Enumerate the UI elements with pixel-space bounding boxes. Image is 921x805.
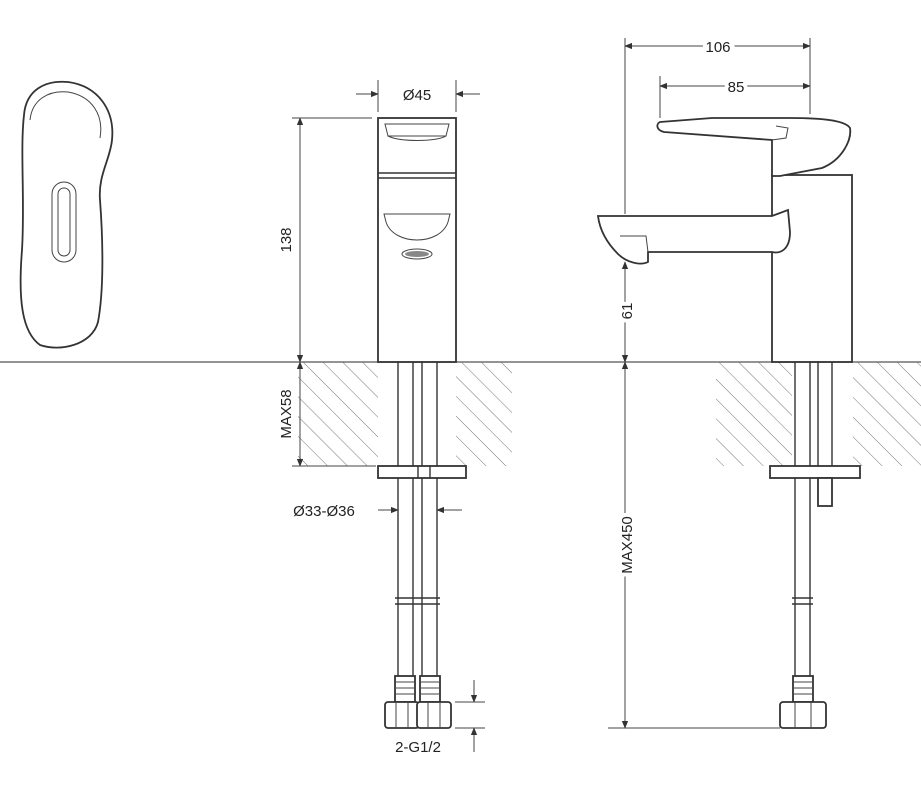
counter-hatching — [298, 362, 921, 466]
dim-hole-diameter: Ø33-Ø36 — [293, 503, 355, 520]
dimension-lines — [292, 38, 811, 752]
side-view-faucet — [596, 117, 861, 729]
dim-overall-depth-text: 106 — [705, 39, 730, 56]
dim-counter-thickness: MAX58 — [278, 389, 295, 438]
dim-spout-reach-text: 85 — [728, 79, 745, 96]
dim-overall-depth: 106 — [705, 39, 730, 56]
front-view-faucet — [377, 117, 467, 729]
dim-spout-height-text: 61 — [619, 303, 636, 320]
top-view-lever — [19, 80, 114, 349]
dim-outlet-diameter: Ø45 — [403, 87, 431, 104]
dim-spout-reach: 85 — [728, 79, 745, 96]
dim-outlet-diameter-text: Ø45 — [403, 87, 431, 104]
dim-body-height: 138 — [278, 227, 295, 252]
dim-hose-length: MAX450 — [619, 516, 636, 574]
dim-spout-height: 61 — [619, 303, 636, 320]
dim-connection: 2-G1/2 — [395, 739, 441, 756]
dim-hose-length-text: MAX450 — [619, 516, 636, 574]
